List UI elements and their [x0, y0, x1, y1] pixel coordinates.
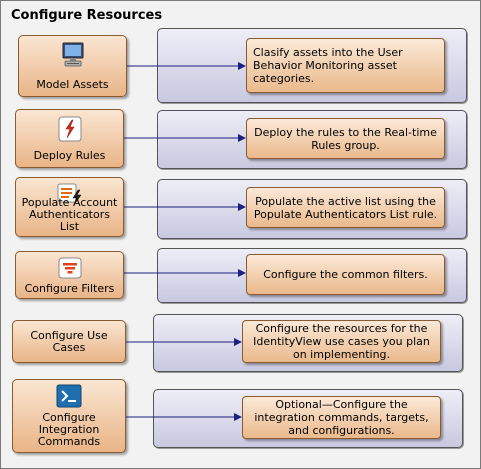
step-label-integration-commands: Configure Integration Commands: [37, 411, 101, 448]
description-integration-commands: Optional—Configure the integration comma…: [242, 396, 441, 439]
description-populate-list: Populate the active list using the Popul…: [246, 187, 445, 228]
description-deploy-rules: Deploy the rules to the Real-time Rules …: [246, 118, 445, 159]
step-configure-use-cases: Configure Use Cases: [12, 320, 126, 363]
description-configure-use-cases: Configure the resources for the Identity…: [242, 320, 441, 363]
step-label-configure-use-cases: Configure Use Cases: [30, 328, 108, 354]
list-lightning-icon: [56, 182, 84, 210]
diagram-title: Configure Resources: [11, 8, 163, 23]
filter-icon: [58, 257, 82, 283]
description-configure-filters: Configure the common filters.: [246, 254, 445, 295]
lightning-rule-icon: [58, 116, 82, 146]
step-deploy-rules: Deploy Rules: [15, 109, 124, 168]
step-label-deploy-rules: Deploy Rules: [33, 149, 106, 162]
step-configure-filters: Configure Filters: [15, 251, 124, 299]
step-label-populate-list: Populate Account Authenticators List: [21, 196, 118, 233]
terminal-icon: [56, 384, 82, 412]
description-model-assets: Clasify assets into the User Behavior Mo…: [246, 38, 445, 93]
step-label-configure-filters: Configure Filters: [24, 282, 115, 295]
monitor-icon: [61, 42, 85, 72]
step-populate-list: Populate Account Authenticators List: [15, 177, 124, 237]
step-integration-commands: Configure Integration Commands: [12, 379, 126, 453]
step-label-model-assets: Model Assets: [36, 78, 109, 91]
step-model-assets: Model Assets: [18, 35, 127, 97]
